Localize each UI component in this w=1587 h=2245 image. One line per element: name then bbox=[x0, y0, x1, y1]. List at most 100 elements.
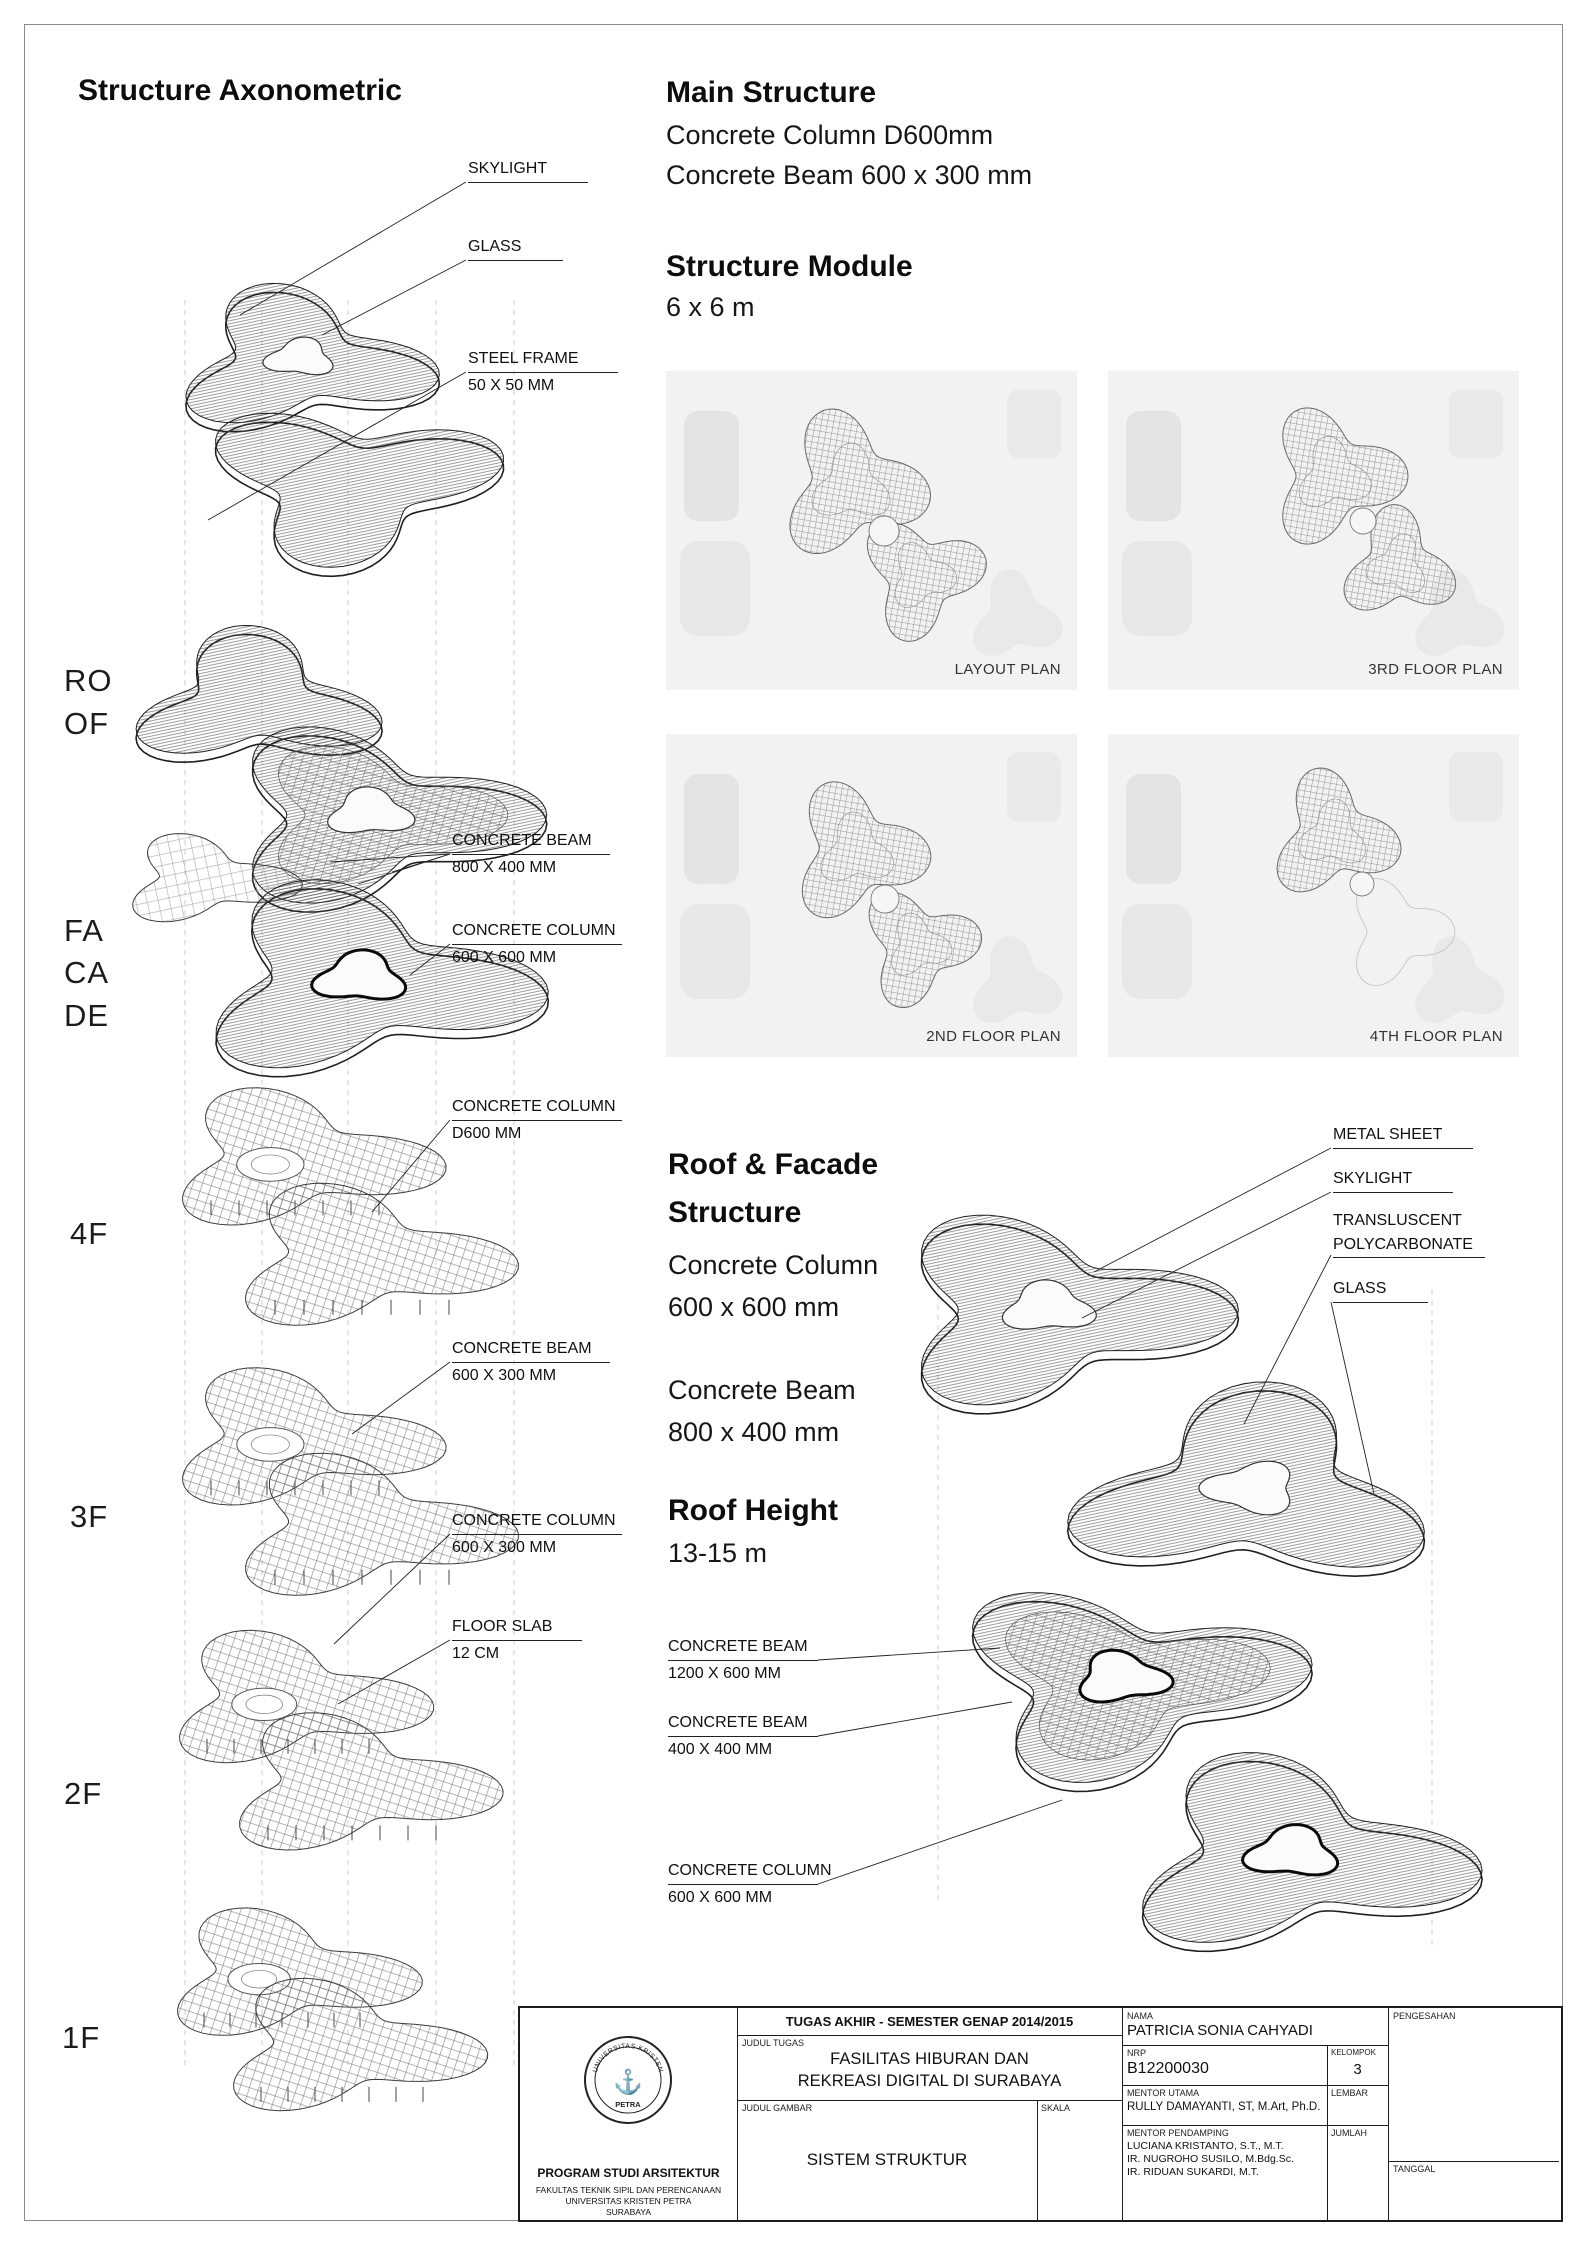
annotation-label: CONCRETE BEAM bbox=[452, 1338, 610, 1363]
annotation-concrete-column-d600: CONCRETE COLUMN D600 MM bbox=[452, 1096, 622, 1144]
floor-label-ro: RO bbox=[64, 663, 113, 698]
floor-label-2f: 2F bbox=[64, 1776, 103, 1811]
roof-facade-column-2: 600 x 600 mm bbox=[668, 1292, 840, 1322]
annotation-label: TRANSLUSCENT bbox=[1333, 1212, 1462, 1229]
annotation-sub: 600 X 300 MM bbox=[452, 1538, 557, 1556]
annotation-sub: 600 X 300 MM bbox=[452, 1366, 557, 1384]
tb-divider bbox=[737, 2035, 1122, 2036]
pengesahan-label: PENGESAHAN bbox=[1393, 2011, 1456, 2021]
kelompok-value: 3 bbox=[1353, 2061, 1362, 2078]
annotation-concrete-beam-400: CONCRETE BEAM 400 X 400 MM bbox=[668, 1712, 818, 1760]
roof-facade-title-1: Roof & Facade bbox=[668, 1148, 879, 1181]
annotation-floor-slab: FLOOR SLAB 12 CM bbox=[452, 1616, 582, 1664]
petra-university-logo: UNIVERSITAS KRISTEN ⚓ PETRA bbox=[584, 2036, 672, 2124]
floor-label-of: OF bbox=[64, 706, 110, 741]
judul-tugas-line1: FASILITAS HIBURAN DAN bbox=[830, 2050, 1029, 2068]
jumlah-label: JUMLAH bbox=[1331, 2128, 1368, 2138]
annotation-roof-skylight: SKYLIGHT bbox=[1333, 1168, 1453, 1193]
tanggal-label: TANGGAL bbox=[1393, 2164, 1436, 2174]
structure-module-value: 6 x 6 m bbox=[666, 292, 755, 322]
lembar-label: LEMBAR bbox=[1331, 2088, 1369, 2098]
annotation-concrete-beam-600300: CONCRETE BEAM 600 X 300 MM bbox=[452, 1338, 610, 1386]
annotation-concrete-beam-800: CONCRETE BEAM 800 X 400 MM bbox=[452, 830, 610, 878]
annotation-label: CONCRETE BEAM bbox=[668, 1712, 818, 1737]
roof-facade-column-1: Concrete Column bbox=[668, 1250, 879, 1280]
annotation-label: GLASS bbox=[1333, 1278, 1428, 1303]
main-structure-line1: Concrete Column D600mm bbox=[666, 120, 994, 150]
universitas: UNIVERSITAS KRISTEN PETRA bbox=[565, 2196, 692, 2206]
roof-height-title: Roof Height bbox=[668, 1494, 838, 1527]
tb-divider bbox=[1388, 2161, 1559, 2162]
tb-divider bbox=[1122, 2085, 1388, 2086]
floor-label-4f: 4F bbox=[70, 1216, 109, 1251]
program-studi: PROGRAM STUDI ARSITEKTUR bbox=[537, 2166, 720, 2180]
floor-label-fa: FA bbox=[64, 913, 104, 948]
plan-panel-layout: LAYOUT PLAN bbox=[666, 371, 1077, 690]
roof-facade-title-2: Structure bbox=[668, 1196, 802, 1229]
main-structure-title: Main Structure bbox=[666, 76, 877, 109]
structure-module-title: Structure Module bbox=[666, 250, 913, 283]
kota: SURABAYA bbox=[605, 2207, 652, 2217]
annotation-roof-glass: GLASS bbox=[1333, 1278, 1428, 1303]
tb-divider bbox=[737, 2008, 738, 2220]
fakultas: FAKULTAS TEKNIK SIPIL DAN PERENCANAAN bbox=[535, 2185, 722, 2195]
plan-label: LAYOUT PLAN bbox=[954, 661, 1061, 678]
annotation-sub: 600 X 600 MM bbox=[452, 948, 557, 966]
plan-panel-4th-floor: 4TH FLOOR PLAN bbox=[1108, 734, 1519, 1057]
mentor-pendamping-2: IR. NUGROHO SUSILO, M.Bdg.Sc. bbox=[1127, 2153, 1294, 2165]
main-structure-line2: Concrete Beam 600 x 300 mm bbox=[666, 160, 1033, 190]
annotation-label: SKYLIGHT bbox=[468, 158, 588, 183]
title-block: UNIVERSITAS KRISTEN ⚓ PETRA PROGRAM STUD… bbox=[518, 2006, 1563, 2222]
annotation-label: CONCRETE BEAM bbox=[668, 1636, 818, 1661]
judul-tugas-line2: REKREASI DIGITAL DI SURABAYA bbox=[797, 2072, 1062, 2090]
floor-label-ca: CA bbox=[64, 955, 110, 990]
annotation-label: METAL SHEET bbox=[1333, 1124, 1473, 1149]
annotation-sub: 400 X 400 MM bbox=[668, 1740, 773, 1758]
annotation-sub: 800 X 400 MM bbox=[452, 858, 557, 876]
mentor-pendamping-1: LUCIANA KRISTANTO, S.T., M.T. bbox=[1127, 2140, 1284, 2152]
annotation-sub: POLYCARBONATE bbox=[1333, 1232, 1485, 1259]
annotation-label: CONCRETE COLUMN bbox=[452, 920, 622, 945]
annotation-concrete-column-600300: CONCRETE COLUMN 600 X 300 MM bbox=[452, 1510, 622, 1558]
tb-divider bbox=[1388, 2008, 1389, 2220]
annotation-sub: 12 CM bbox=[452, 1644, 500, 1662]
annotation-label: SKYLIGHT bbox=[1333, 1168, 1453, 1193]
annotation-label: STEEL FRAME bbox=[468, 348, 618, 373]
nrp-label: NRP bbox=[1127, 2048, 1147, 2058]
tb-divider bbox=[737, 2100, 1122, 2101]
nama-label: NAMA bbox=[1127, 2011, 1154, 2021]
nrp-value: B12200030 bbox=[1127, 2060, 1209, 2077]
mentor-pendamping-3: IR. RIDUAN SUKARDI, M.T. bbox=[1127, 2166, 1259, 2178]
annotation-polycarbonate: TRANSLUSCENT POLYCARBONATE bbox=[1333, 1210, 1485, 1259]
mentor-utama-value: RULLY DAMAYANTI, ST, M.Art, Ph.D. bbox=[1127, 2101, 1321, 2113]
petra-anchor-icon: ⚓ bbox=[613, 2068, 643, 2096]
judul-gambar-label: JUDUL GAMBAR bbox=[742, 2103, 813, 2113]
plan-label: 4TH FLOOR PLAN bbox=[1369, 1028, 1503, 1045]
mentor-utama-label: MENTOR UTAMA bbox=[1127, 2088, 1200, 2098]
roof-height-value: 13-15 m bbox=[668, 1538, 768, 1568]
judul-gambar: SISTEM STRUKTUR bbox=[806, 2150, 968, 2169]
floor-label-3f: 3F bbox=[70, 1499, 109, 1534]
annotation-sub: 50 X 50 MM bbox=[468, 376, 555, 394]
tb-divider bbox=[1327, 2045, 1328, 2220]
plan-panel-2nd-floor: 2ND FLOOR PLAN bbox=[666, 734, 1077, 1057]
annotation-metal-sheet: METAL SHEET bbox=[1333, 1124, 1473, 1149]
tb-divider bbox=[1122, 2008, 1123, 2220]
plan-label: 3RD FLOOR PLAN bbox=[1368, 661, 1503, 678]
roof-facade-beam-1: Concrete Beam bbox=[668, 1375, 856, 1405]
tb-divider bbox=[1037, 2100, 1038, 2220]
annotation-label: CONCRETE COLUMN bbox=[668, 1860, 832, 1885]
annotation-label: FLOOR SLAB bbox=[452, 1616, 582, 1641]
annotation-label: CONCRETE COLUMN bbox=[452, 1510, 622, 1535]
plan-label: 2ND FLOOR PLAN bbox=[926, 1028, 1061, 1045]
tb-divider bbox=[1122, 2125, 1388, 2126]
annotation-concrete-column-roof: CONCRETE COLUMN 600 X 600 MM bbox=[668, 1860, 832, 1908]
annotation-skylight: SKYLIGHT bbox=[468, 158, 588, 183]
annotation-concrete-beam-1200: CONCRETE BEAM 1200 X 600 MM bbox=[668, 1636, 818, 1684]
annotation-concrete-column-600: CONCRETE COLUMN 600 X 600 MM bbox=[452, 920, 622, 968]
judul-tugas-label: JUDUL TUGAS bbox=[742, 2038, 805, 2048]
axonometric-title: Structure Axonometric bbox=[78, 74, 402, 107]
tb-header: TUGAS AKHIR - SEMESTER GENAP 2014/2015 bbox=[785, 2014, 1074, 2029]
floor-label-de: DE bbox=[64, 998, 110, 1033]
